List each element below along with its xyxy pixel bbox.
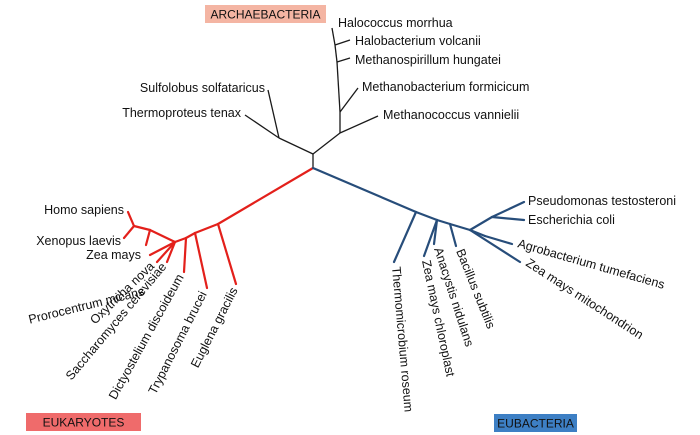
branch-thermomicrobium — [392, 210, 418, 264]
branch-homo-sapiens — [126, 210, 136, 228]
eubacteria-inner-1 — [414, 210, 439, 222]
taxon-label-sulfolobus: Sulfolobus solfataricus — [140, 81, 265, 95]
branch-prorocentrum — [148, 240, 177, 257]
branch-escherichia — [490, 215, 526, 222]
eukaryote-inner-1 — [193, 222, 220, 235]
archaea-stem-left — [278, 137, 314, 155]
archaea-inner-3 — [334, 44, 338, 63]
eukaryote-labels: Homo sapiens Xenopus laevis Zea mays Pro… — [27, 203, 241, 402]
archaea-labels: Halococcus morrhua Halobacterium volcani… — [122, 16, 529, 122]
archaea-label: ARCHAEBACTERIA — [210, 8, 320, 22]
eukaryote-main-stem — [216, 166, 315, 226]
branch-saccharomyces — [165, 240, 177, 264]
eubacteria-inner-2 — [435, 218, 452, 226]
branch-methanobacterium — [339, 87, 359, 113]
domain-label-eukaryotes: EUKARYOTES — [26, 413, 141, 431]
eukaryotes-label-box — [26, 413, 141, 431]
eubacteria-label-box — [494, 414, 577, 432]
branch-dictyostelium — [182, 236, 188, 274]
archaea-stem-right — [312, 132, 341, 155]
branch-agrobacterium — [483, 234, 514, 246]
taxon-label-pseudomonas: Pseudomonas testosteroni — [528, 194, 676, 208]
taxon-label-zea-mays: Zea mays — [86, 248, 141, 262]
archaea-branches — [244, 27, 379, 168]
eubacteria-inner-5 — [468, 215, 494, 232]
branch-zea-mays — [144, 228, 152, 247]
taxon-label-thermomicrobium: Thermomicrobium roseum — [389, 266, 416, 413]
eubacteria-branches — [311, 166, 526, 264]
branch-sulfolobus — [267, 89, 280, 139]
eubacteria-inner-3 — [448, 222, 472, 232]
branch-xenopus — [122, 224, 136, 240]
taxon-label-escherichia: Escherichia coli — [528, 213, 615, 227]
branch-bacillus — [448, 222, 458, 248]
eubacteria-inner-4 — [468, 228, 487, 238]
eubacteria-labels: Pseudomonas testosteroni Escherichia col… — [389, 194, 676, 413]
branch-oxytricha — [155, 240, 177, 264]
branch-halobacterium — [334, 39, 351, 46]
taxon-label-halococcus: Halococcus morrhua — [338, 16, 453, 30]
eukaryote-inner-5 — [132, 224, 152, 232]
branch-zea-mitochondrion — [468, 228, 522, 264]
taxon-label-thermoproteus: Thermoproteus tenax — [122, 106, 242, 120]
branch-methanospirillum — [336, 57, 351, 63]
archaea-inner-2 — [336, 61, 341, 113]
domain-label-archaea: ARCHAEBACTERIA — [205, 5, 326, 23]
branch-halococcus — [331, 27, 336, 46]
taxon-label-homo-sapiens: Homo sapiens — [44, 203, 124, 217]
eukaryote-inner-4 — [148, 228, 177, 244]
taxon-label-methanobacterium: Methanobacterium formicicum — [362, 80, 529, 94]
taxon-label-halobacterium: Halobacterium volcanii — [355, 34, 481, 48]
taxon-label-methanococcus: Methanococcus vannielii — [383, 108, 519, 122]
taxon-label-methanospirillum: Methanospirillum hungatei — [355, 53, 501, 67]
branch-zea-chloroplast — [422, 218, 439, 258]
branch-thermoproteus — [244, 114, 280, 139]
archaea-label-box — [205, 5, 326, 23]
branch-methanococcus — [339, 115, 379, 134]
eukaryote-inner-2 — [184, 231, 197, 240]
eubacteria-main-stem — [311, 166, 418, 214]
branch-anacystis — [432, 218, 439, 246]
eukaryote-inner-3 — [173, 236, 188, 244]
eubacteria-label: EUBACTERIA — [497, 417, 574, 431]
eukaryotes-label: EUKARYOTES — [43, 416, 125, 430]
branch-euglena — [216, 222, 238, 286]
domain-label-eubacteria: EUBACTERIA — [494, 414, 577, 432]
taxon-label-xenopus: Xenopus laevis — [36, 234, 121, 248]
branch-trypanosoma — [193, 231, 209, 290]
branch-pseudomonas — [490, 200, 526, 219]
eukaryote-branches — [122, 166, 315, 290]
